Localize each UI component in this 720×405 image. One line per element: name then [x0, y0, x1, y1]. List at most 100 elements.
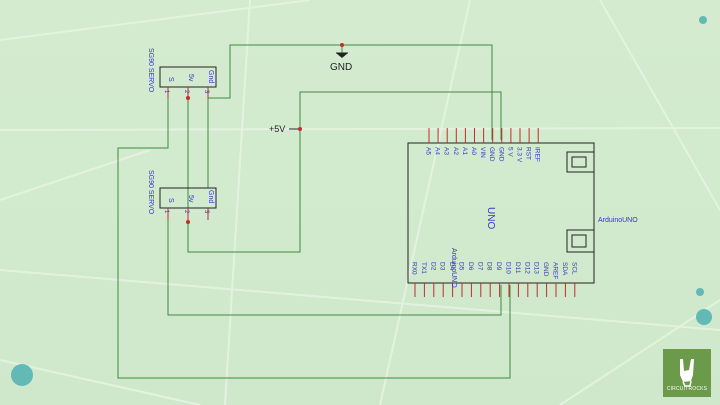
- deco-circle-left: [11, 364, 33, 386]
- arduino-pin-label: 5 V: [506, 147, 513, 157]
- arduino-pin-label: GND: [497, 147, 504, 162]
- arduino-pin-sda: SDA: [561, 262, 568, 297]
- servo1-pin1-num: 1: [163, 90, 169, 94]
- arduino-pin-gnd: GND: [497, 128, 504, 162]
- arduino-pin-label: D5: [458, 262, 465, 271]
- arduino-pin-d6: D6: [467, 262, 474, 297]
- arduino-pin-a2: A2: [452, 128, 459, 155]
- arduino-pin-aref: AREF: [552, 262, 559, 297]
- arduino-pin-label: D11: [514, 262, 521, 274]
- arduino-pin-d11: D11: [514, 262, 521, 297]
- 5v-label: +5V: [269, 124, 285, 134]
- arduino-pin-label: A5: [425, 147, 432, 155]
- arduino-pin-label: D9: [495, 262, 502, 271]
- servo1-pin3-num: 3: [203, 90, 209, 94]
- arduino-pin-a1: A1: [461, 128, 468, 155]
- arduino-pin-label: AREF: [552, 262, 559, 279]
- 5v-junction: [298, 127, 302, 131]
- arduino-pin-label: TX1: [420, 262, 427, 274]
- arduino-pin-d7: D7: [476, 262, 483, 297]
- gnd-label: GND: [330, 62, 352, 73]
- deco-dot-mid: [696, 288, 704, 296]
- arduino-pin-label: VIN: [479, 147, 486, 158]
- servo2-pin2-name: 5v: [187, 195, 194, 203]
- arduino-pin-d5: D5: [458, 262, 465, 297]
- wire-gnd: [208, 44, 493, 140]
- arduino-pin-label: A3: [443, 147, 450, 155]
- wire-signal-servo1: [117, 98, 511, 379]
- gnd-junction: [340, 43, 344, 47]
- arduino-pin-gnd: GND: [488, 128, 495, 162]
- servo2-label: SG90 SERVO: [147, 170, 154, 215]
- arduino-pin-a3: A3: [443, 128, 450, 155]
- arduino-pin-label: A1: [461, 147, 468, 155]
- arduino-pin-label: SDA: [561, 262, 568, 276]
- servo-2: SG90 SERVO 1 S 2 5v 3 Gnd: [147, 170, 217, 224]
- servo1-label: SG90 SERVO: [147, 48, 154, 93]
- arduino-pin-label: A2: [452, 147, 459, 155]
- arduino-pin-5-v: 5 V: [506, 128, 513, 157]
- wire-signal-servo2: [167, 220, 502, 316]
- arduino-pin-label: 3.3 V: [516, 147, 523, 163]
- servo2-pin3-num: 3: [203, 210, 209, 214]
- deco-circle-right: [696, 309, 712, 325]
- arduino-pin-label: A0: [470, 147, 477, 155]
- wires: [117, 44, 511, 379]
- servo2-pin3-name: Gnd: [207, 190, 214, 203]
- servo2-pin2-num: 2: [183, 210, 189, 214]
- board-name-vertical: ArduinoUNO: [450, 248, 457, 288]
- arduino-pin-rx0: RX0: [411, 262, 418, 297]
- arduino-pin-d12: D12: [523, 262, 530, 297]
- arduino-pin-d13: D13: [533, 262, 540, 297]
- power-jack: [566, 229, 595, 253]
- servo-1: SG90 SERVO 1 S 2 5v 3 Gnd: [147, 48, 217, 100]
- servo1-pin3-name: Gnd: [207, 70, 214, 83]
- servo2-pin1-num: 1: [163, 210, 169, 214]
- wire-5v-top: [299, 91, 502, 140]
- board-name: UNO: [485, 207, 496, 229]
- board-part-label: ArduinoUNO: [598, 217, 638, 224]
- arduino-pin-d10: D10: [505, 262, 512, 297]
- servo1-pin1-name: S: [167, 77, 174, 82]
- arduino-pin-a0: A0: [470, 128, 477, 155]
- arduino-pin-gnd: GND: [542, 262, 549, 297]
- arduino-pin-d8: D8: [486, 262, 493, 297]
- arduino-pin-label: D10: [505, 262, 512, 274]
- arduino-pin-label: GND: [542, 262, 549, 277]
- logo-text: CIRCUITROCKS: [666, 386, 708, 392]
- arduino-pin-a5: A5: [425, 128, 432, 155]
- gnd-symbol: [336, 43, 348, 58]
- arduino-pin-rst: RST: [525, 128, 532, 160]
- servo1-pin2-num: 2: [183, 90, 189, 94]
- arduino-pin-vin: VIN: [479, 128, 486, 158]
- arduino-pin-label: IREF: [534, 147, 541, 162]
- arduino-pin-scl: SCL: [570, 262, 577, 297]
- arduino-pin-label: RX0: [411, 262, 418, 275]
- arduino-pin-label: SCL: [570, 262, 577, 275]
- arduino-pin-label: RST: [525, 147, 532, 160]
- arduino-pin-label: D6: [467, 262, 474, 271]
- circuitrocks-logo: CIRCUITROCKS: [663, 349, 711, 397]
- wire-5v-servo2: [187, 129, 301, 253]
- arduino-pin-a4: A4: [434, 128, 441, 155]
- arduino-pin-label: D12: [523, 262, 530, 274]
- arduino-pin-label: D7: [476, 262, 483, 271]
- arduino-pin-label: D2: [429, 262, 436, 271]
- usb-connector: [566, 151, 595, 173]
- arduino-pin-d9: D9: [495, 262, 502, 297]
- deco-dot-top: [699, 16, 707, 24]
- arduino-pin-tx1: TX1: [420, 262, 427, 297]
- servo2-pin1-name: S: [167, 198, 174, 203]
- rock-hand-icon: [680, 359, 694, 387]
- arduino-pin-label: D13: [533, 262, 540, 274]
- arduino-pin-label: A4: [434, 147, 441, 155]
- arduino-pin-iref: IREF: [534, 128, 541, 162]
- arduino-pin-3-3-v: 3.3 V: [516, 128, 523, 163]
- arduino-pin-label: D3: [439, 262, 446, 271]
- arduino-pin-label: D4: [448, 262, 455, 271]
